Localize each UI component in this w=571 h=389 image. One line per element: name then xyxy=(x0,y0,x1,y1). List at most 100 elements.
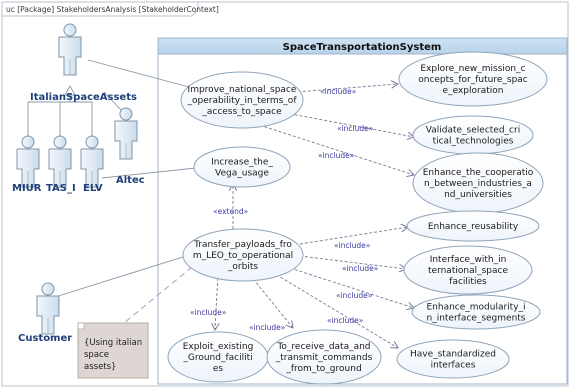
actor-body xyxy=(114,120,138,160)
actor-label-altec: Altec xyxy=(116,175,145,186)
use-case-ellipse[interactable] xyxy=(398,51,548,107)
use-case-label-line: To_receive_data_and xyxy=(276,342,370,352)
constraint-note-shape xyxy=(77,322,149,379)
actor-label-italian-space-assets: ItalianSpaceAssets xyxy=(30,92,137,103)
use-case-label-line: n_between_industries_a xyxy=(424,179,532,189)
actor-head xyxy=(21,135,35,149)
note-line-3: assets} xyxy=(84,362,116,372)
use-case-label-line: Enhance_the_cooperatio xyxy=(423,168,534,178)
use-case-ellipse[interactable] xyxy=(403,245,533,295)
use-case-label-line: e_exploration xyxy=(443,86,504,96)
use-case-label-line: Vega_usage xyxy=(215,169,269,179)
actor-body xyxy=(36,295,60,335)
include-transfer-reusability xyxy=(299,227,408,245)
actor-customer[interactable] xyxy=(36,282,60,335)
actor-head xyxy=(85,135,99,149)
note-anchor xyxy=(117,261,199,329)
use-case-label-line: _orbits xyxy=(227,262,258,272)
actor-head xyxy=(53,135,67,149)
stereo-extend: «extend» xyxy=(213,207,249,216)
frame-label: uc [Package] StakeholdersAnalysis [Stake… xyxy=(6,5,219,14)
use-case-ellipse[interactable] xyxy=(266,329,382,385)
stereo-include-enhance: «include» xyxy=(318,151,355,160)
use-case-label-line: Enhance_modularity_i xyxy=(426,303,525,313)
actor-miur[interactable] xyxy=(16,135,40,188)
actor-tas-i[interactable] xyxy=(48,135,72,188)
stereo-include-interface: «include» xyxy=(342,264,379,273)
stereo-include-explore: «include» xyxy=(320,87,357,96)
use-case-label-line: _access_to_space xyxy=(201,107,282,117)
frame-label-tab xyxy=(1,1,199,17)
include-transfer-receive xyxy=(249,274,293,328)
actor-italian-space-assets[interactable] xyxy=(58,23,82,76)
actor-label-customer: Customer xyxy=(18,333,72,344)
actor-body xyxy=(58,36,82,76)
stereo-include-modularity: «include» xyxy=(336,291,373,300)
system-title: SpaceTransportationSystem xyxy=(283,42,442,53)
constraint-note-text: {Using italian space assets} xyxy=(84,338,145,372)
include-improve-enhance xyxy=(249,121,414,175)
use-case-label: Enhance_reusability xyxy=(428,222,519,232)
use-case-reusability[interactable]: Enhance_reusability xyxy=(406,210,540,242)
use-case-label: Increase_the_Vega_usage xyxy=(211,158,273,179)
use-case-vega[interactable]: Increase_the_Vega_usage xyxy=(193,146,291,188)
include-improve-explore xyxy=(282,84,398,94)
use-case-label-line: oncepts_for_future_spac xyxy=(418,75,528,85)
stereo-include-standardized: «include» xyxy=(327,316,364,325)
use-case-label-line: m_LEO_to_operational xyxy=(193,251,293,261)
use-case-label-line: n_interface_segments xyxy=(426,314,525,324)
use-case-label-line: tical_technologies xyxy=(433,137,514,147)
use-case-ellipse[interactable] xyxy=(180,71,304,129)
actor-body xyxy=(80,148,104,188)
use-case-improve[interactable]: Improve_national_space_operability_in_te… xyxy=(180,71,304,129)
use-case-label-line: _from_to_ground xyxy=(285,364,361,374)
use-case-label-line: Exploit_existing xyxy=(183,342,254,352)
use-case-ellipse[interactable] xyxy=(396,339,510,379)
actor-label-miur: MIUR xyxy=(12,183,42,194)
stereo-include-receive: «include» xyxy=(249,323,286,332)
use-case-ellipse[interactable] xyxy=(406,210,540,242)
use-case-label: Improve_national_space_operability_in_te… xyxy=(187,85,298,117)
use-case-label-line: Validate_selected_cri xyxy=(426,126,520,136)
use-case-label-line: Enhance_reusability xyxy=(428,222,519,232)
actor-body xyxy=(16,148,40,188)
use-case-label-line: facilities xyxy=(449,277,487,287)
use-case-label-line: ternational_space xyxy=(428,266,508,276)
actor-head xyxy=(119,107,133,121)
use-case-label-line: Transfer_payloads_fro xyxy=(193,240,292,250)
use-case-ellipse[interactable] xyxy=(193,146,291,188)
actor-elv[interactable] xyxy=(80,135,104,188)
include-transfer-modularity xyxy=(289,267,414,308)
actor-body xyxy=(48,148,72,188)
include-transfer-interface xyxy=(299,255,406,269)
use-case-ellipse[interactable] xyxy=(182,228,304,282)
use-case-label-line: nd_universities xyxy=(444,190,512,200)
actor-altec[interactable] xyxy=(114,107,138,160)
use-case-receive[interactable]: To_receive_data_and_transmit_commands_fr… xyxy=(266,329,382,385)
system-title-bar xyxy=(157,37,568,55)
use-case-label-line: interfaces xyxy=(431,361,476,371)
actor-head xyxy=(63,23,77,37)
generalization-arrowhead xyxy=(64,85,76,96)
include-improve-validate xyxy=(274,110,414,137)
use-case-label-line: Have_standardized xyxy=(410,350,496,360)
association-elv-vega xyxy=(101,167,197,179)
use-case-ellipse[interactable] xyxy=(411,294,541,330)
use-case-label: To_receive_data_and_transmit_commands_fr… xyxy=(275,342,373,374)
